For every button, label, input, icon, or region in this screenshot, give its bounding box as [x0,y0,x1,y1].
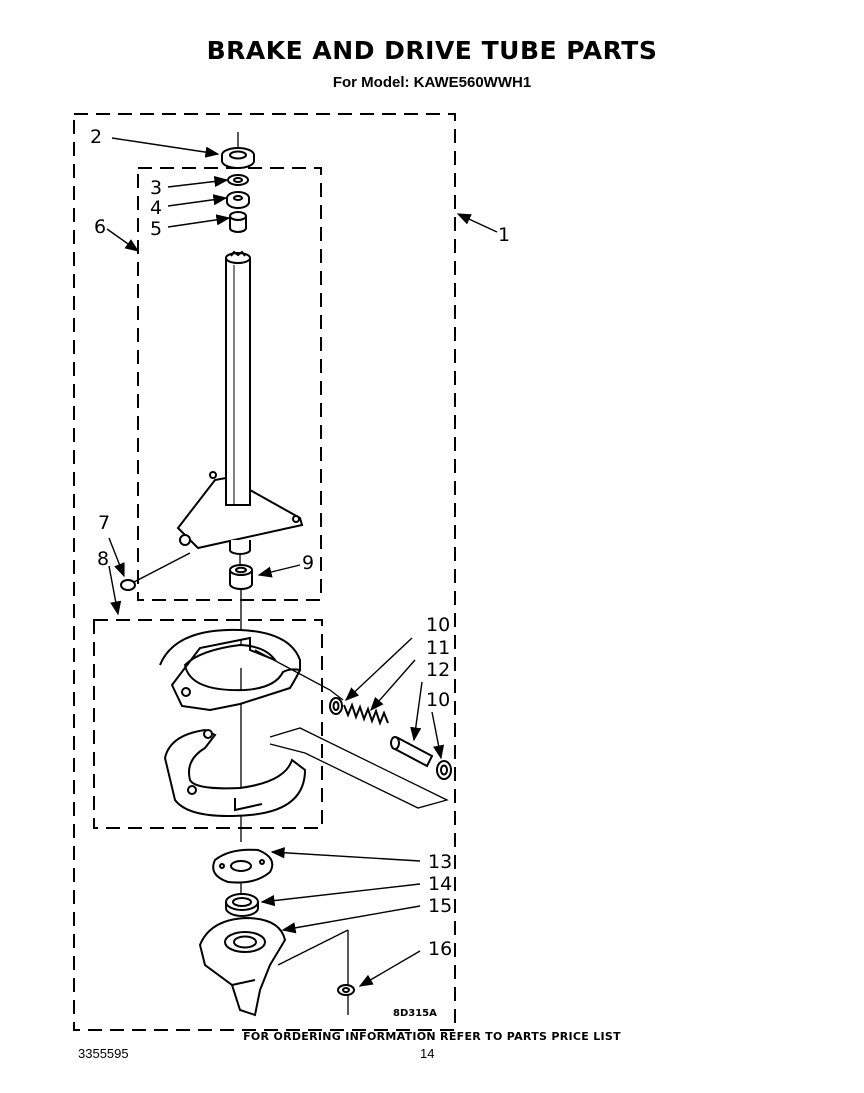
part-4-washer [226,191,250,209]
callout-10-lower: 10 [426,689,450,711]
callout-4: 4 [150,197,162,219]
part-10-cup-lower [436,760,452,780]
callout-11: 11 [426,637,450,659]
model-subtitle: For Model: KAWE560WWH1 [332,74,532,91]
part-16-clip [337,984,355,996]
assembly-6-outline [137,167,322,601]
part-13-plate [212,848,274,884]
assembly-8-outline [93,619,323,829]
page-title: BRAKE AND DRIVE TUBE PARTS [206,36,658,65]
assembly-1-outline [73,113,456,1031]
part-5-bushing [229,211,247,233]
callout-2: 2 [90,126,102,148]
part-11-spring [343,702,389,726]
leader-lines [106,137,498,987]
part-7-clip [120,552,191,591]
drive-tube [225,250,251,511]
part-14-ring [225,893,259,917]
brake-shoe-upper [159,628,301,712]
callout-13: 13 [428,851,452,873]
callout-5: 5 [150,218,162,240]
callout-6: 6 [94,216,106,238]
part-2-bearing [221,147,255,169]
callout-15: 15 [428,895,452,917]
document-number: 3355595 [78,1046,129,1061]
part-15-yoke [198,916,287,1017]
callout-3: 3 [150,177,162,199]
part-10-cup-upper [329,697,343,715]
callout-7: 7 [98,512,110,534]
part-12-pin [390,736,434,768]
drawing-code: 8D315A [393,1008,437,1019]
callout-1: 1 [498,224,510,246]
ordering-info-note: FOR ORDERING INFORMATION REFER TO PARTS … [243,1030,621,1043]
spring-guide-lines [254,649,449,809]
brake-plate [176,471,304,555]
callout-16: 16 [428,938,452,960]
brake-shoe-lower [163,728,307,817]
callout-14: 14 [428,873,452,895]
callout-9: 9 [302,552,314,574]
callout-10-upper: 10 [426,614,450,636]
page-number: 14 [420,1046,435,1061]
callout-12: 12 [426,659,450,681]
part-9-bushing [229,564,253,590]
part-3-seal [227,174,249,186]
callout-8: 8 [97,548,109,570]
